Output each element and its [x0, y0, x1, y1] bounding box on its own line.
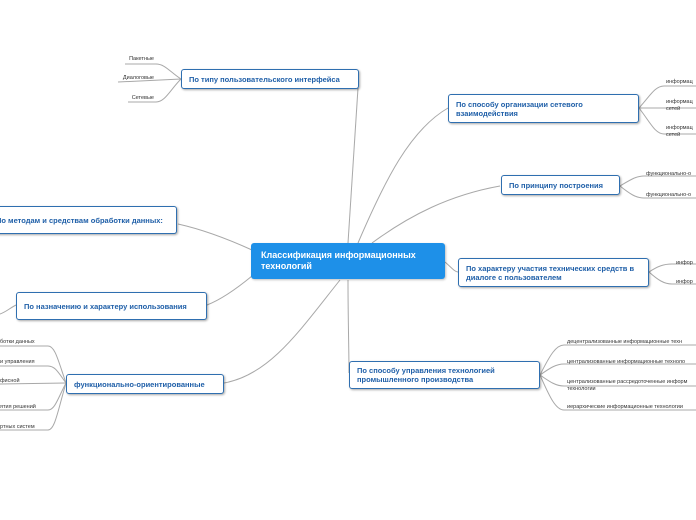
link-functional-leaf-2	[0, 365, 67, 384]
link-principle-leaf-2	[619, 185, 696, 199]
node-production-control-label: По способу управления технологией промыш…	[357, 366, 495, 384]
leaf-functional-3[interactable]: фисной	[0, 378, 20, 384]
link-root-network	[357, 107, 449, 244]
leaf-principle-2[interactable]: функционально-о	[646, 192, 692, 198]
leaf-network-3[interactable]: информац сетей	[666, 125, 693, 138]
node-processing-methods[interactable]: По методам и средствам обработки данных:	[0, 206, 177, 234]
link-principle-leaf-1	[619, 175, 696, 187]
link-root-functional	[223, 279, 341, 384]
link-root-interface	[347, 87, 359, 244]
link-network-leaf-3	[638, 107, 696, 135]
leaf-network-1[interactable]: информац	[666, 79, 693, 85]
node-technical-participation-label: По характеру участия технических средств…	[466, 263, 635, 282]
root-label: Классификация информационных технологий	[261, 250, 416, 271]
node-interface-type-label: По типу пользовательского интерфейса	[189, 74, 340, 84]
leaf-production-3[interactable]: централизованные рассредоточенные информ…	[567, 379, 688, 392]
leaf-production-1[interactable]: децентрализованные информационные техн	[567, 339, 683, 345]
node-purpose-usage-label: По назначению и характеру использования	[24, 301, 187, 311]
node-network-organization-label: По способу организации сетевого взаимоде…	[456, 99, 583, 118]
leaf-functional-1[interactable]: ботки данных	[0, 339, 35, 345]
link-production-leaf-2	[539, 363, 696, 376]
leaf-functional-2[interactable]: и управления	[0, 359, 35, 365]
node-processing-methods-label: По методам и средствам обработки данных:	[0, 215, 163, 225]
link-production-leaf-1	[539, 344, 696, 376]
root-node[interactable]: Классификация информационных технологий	[251, 243, 445, 279]
leaf-functional-4[interactable]: ятия решений	[0, 404, 36, 410]
link-production-leaf-3	[539, 374, 696, 387]
node-function-oriented[interactable]: функционально-ориентированные	[66, 374, 224, 394]
link-participation-leaf-2	[648, 271, 696, 285]
link-interface-leaf-2	[117, 78, 182, 83]
link-purpose-stub	[0, 304, 17, 315]
leaf-network[interactable]: Сетевые	[131, 95, 154, 101]
link-functional-leaf-3	[0, 382, 67, 385]
node-production-control[interactable]: По способу управления технологией промыш…	[349, 361, 540, 389]
node-technical-participation[interactable]: По характеру участия технических средств…	[458, 258, 649, 287]
link-root-principle	[371, 185, 501, 244]
leaf-production-2[interactable]: централизованные информационные техноло	[567, 359, 686, 365]
node-function-oriented-label: функционально-ориентированные	[74, 379, 205, 389]
node-interface-type[interactable]: По типу пользовательского интерфейса	[181, 69, 359, 89]
link-functional-leaf-1	[0, 345, 67, 384]
leaf-dialog[interactable]: Диалоговые	[122, 75, 154, 81]
link-root-purpose	[206, 275, 253, 306]
link-functional-leaf-5	[0, 382, 67, 431]
leaf-production-4[interactable]: иерархические информационные технологии	[567, 404, 683, 410]
link-functional-leaf-4	[0, 382, 67, 411]
link-network-leaf-1	[638, 85, 696, 109]
node-construction-principle[interactable]: По принципу построения	[501, 175, 620, 195]
leaf-principle-1[interactable]: функционально-о	[646, 171, 692, 177]
link-root-methods	[177, 223, 253, 251]
link-root-production	[347, 279, 350, 374]
leaf-participation-1[interactable]: инфор	[676, 260, 693, 266]
leaf-participation-2[interactable]: инфор	[676, 279, 693, 285]
link-production-leaf-4	[539, 374, 696, 411]
leaf-batch[interactable]: Пакетные	[129, 56, 154, 62]
node-purpose-usage[interactable]: По назначению и характеру использования	[16, 292, 207, 320]
link-participation-leaf-1	[648, 263, 696, 273]
link-interface-leaf-1	[125, 63, 182, 80]
node-network-organization[interactable]: По способу организации сетевого взаимоде…	[448, 94, 639, 123]
link-interface-leaf-3	[128, 78, 182, 103]
leaf-network-2[interactable]: информац сетей	[666, 99, 693, 112]
link-root-participation	[444, 261, 459, 273]
leaf-functional-5[interactable]: ртных систем	[0, 424, 35, 430]
node-construction-principle-label: По принципу построения	[509, 180, 604, 190]
